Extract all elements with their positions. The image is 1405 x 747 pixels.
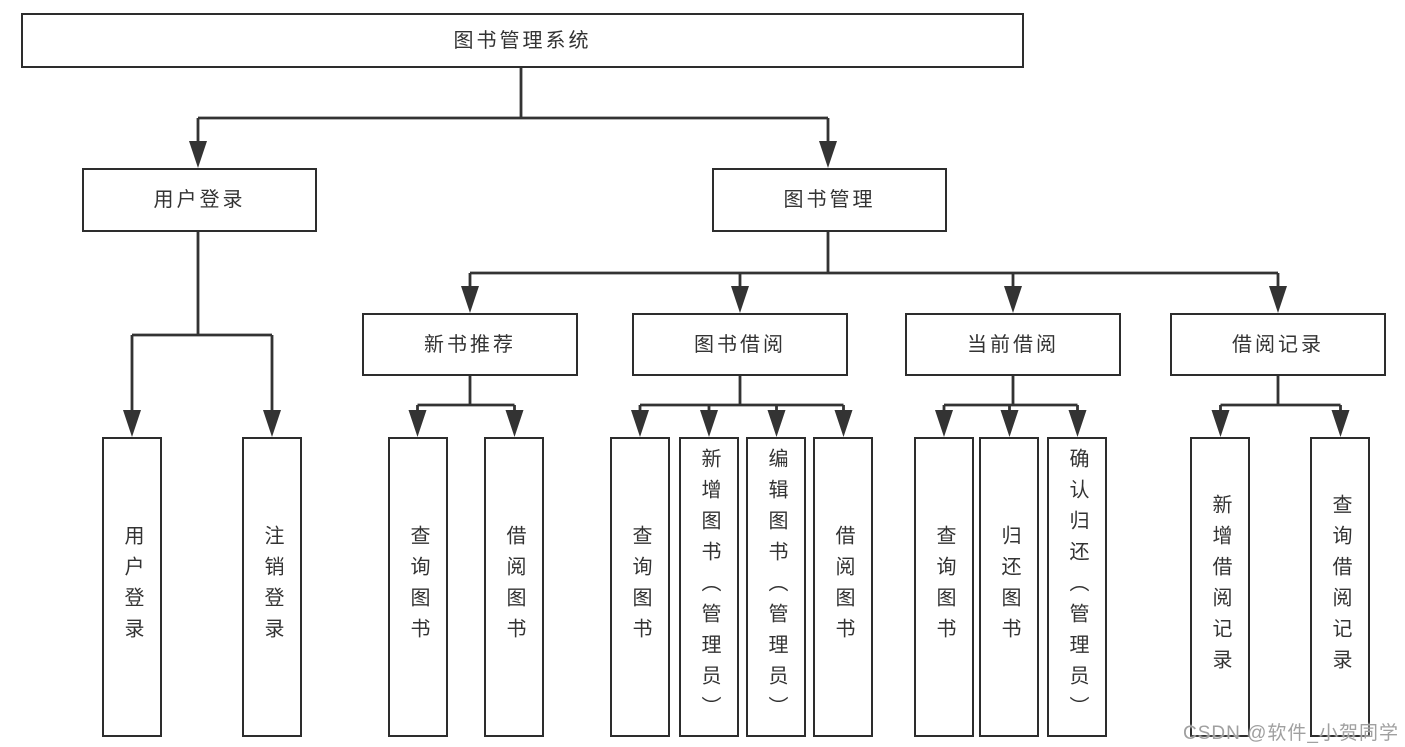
leaf-user-login-label: 用户登录 bbox=[121, 525, 143, 649]
leaf-query-borrow-record-label: 查询借阅记录 bbox=[1329, 494, 1351, 680]
leaf-return-book: 归还图书 bbox=[979, 437, 1039, 737]
csdn-watermark: CSDN @软件_小贺同学 bbox=[1183, 723, 1399, 744]
leaf-query-books-current: 查询图书 bbox=[914, 437, 974, 737]
node-new-book-recommend: 新书推荐 bbox=[362, 313, 578, 376]
leaf-borrow-books-recommend: 借阅图书 bbox=[484, 437, 544, 737]
leaf-add-book-admin: 新增图书（管理员） bbox=[679, 437, 739, 737]
leaf-query-books-recommend-label: 查询图书 bbox=[407, 525, 429, 649]
node-book-management: 图书管理 bbox=[712, 168, 947, 232]
leaf-query-books-current-label: 查询图书 bbox=[933, 525, 955, 649]
leaf-logout: 注销登录 bbox=[242, 437, 302, 737]
edge-user-login-children bbox=[123, 232, 281, 437]
edge-root-to-level2 bbox=[189, 68, 837, 168]
leaf-query-books-borrow: 查询图书 bbox=[610, 437, 670, 737]
leaf-logout-label: 注销登录 bbox=[261, 525, 283, 649]
leaf-confirm-return-admin: 确认归还（管理员） bbox=[1047, 437, 1107, 737]
edge-current-borrow-children bbox=[935, 376, 1087, 437]
leaf-user-login: 用户登录 bbox=[102, 437, 162, 737]
leaf-edit-book-admin: 编辑图书（管理员） bbox=[746, 437, 806, 737]
leaf-confirm-return-admin-label: 确认归还（管理员） bbox=[1066, 447, 1088, 727]
leaf-add-borrow-record: 新增借阅记录 bbox=[1190, 437, 1250, 737]
leaf-borrow-books-label: 借阅图书 bbox=[832, 525, 854, 649]
node-current-borrow: 当前借阅 bbox=[905, 313, 1121, 376]
node-user-login-group: 用户登录 bbox=[82, 168, 317, 232]
node-borrow-records: 借阅记录 bbox=[1170, 313, 1386, 376]
leaf-add-borrow-record-label: 新增借阅记录 bbox=[1209, 494, 1231, 680]
edge-book-borrow-children bbox=[631, 376, 853, 437]
leaf-query-books-recommend: 查询图书 bbox=[388, 437, 448, 737]
leaf-add-book-admin-label: 新增图书（管理员） bbox=[698, 447, 720, 727]
edge-book-management-children bbox=[461, 232, 1287, 313]
leaf-borrow-books-recommend-label: 借阅图书 bbox=[503, 525, 525, 649]
edge-new-book-recommend-children bbox=[408, 376, 524, 437]
leaf-query-borrow-record: 查询借阅记录 bbox=[1310, 437, 1370, 737]
leaf-return-book-label: 归还图书 bbox=[998, 525, 1020, 649]
leaf-query-books-borrow-label: 查询图书 bbox=[629, 525, 651, 649]
node-root: 图书管理系统 bbox=[21, 13, 1024, 68]
leaf-borrow-books: 借阅图书 bbox=[813, 437, 873, 737]
leaf-edit-book-admin-label: 编辑图书（管理员） bbox=[765, 447, 787, 727]
node-book-borrow: 图书借阅 bbox=[632, 313, 848, 376]
edge-borrow-records-children bbox=[1211, 376, 1350, 437]
